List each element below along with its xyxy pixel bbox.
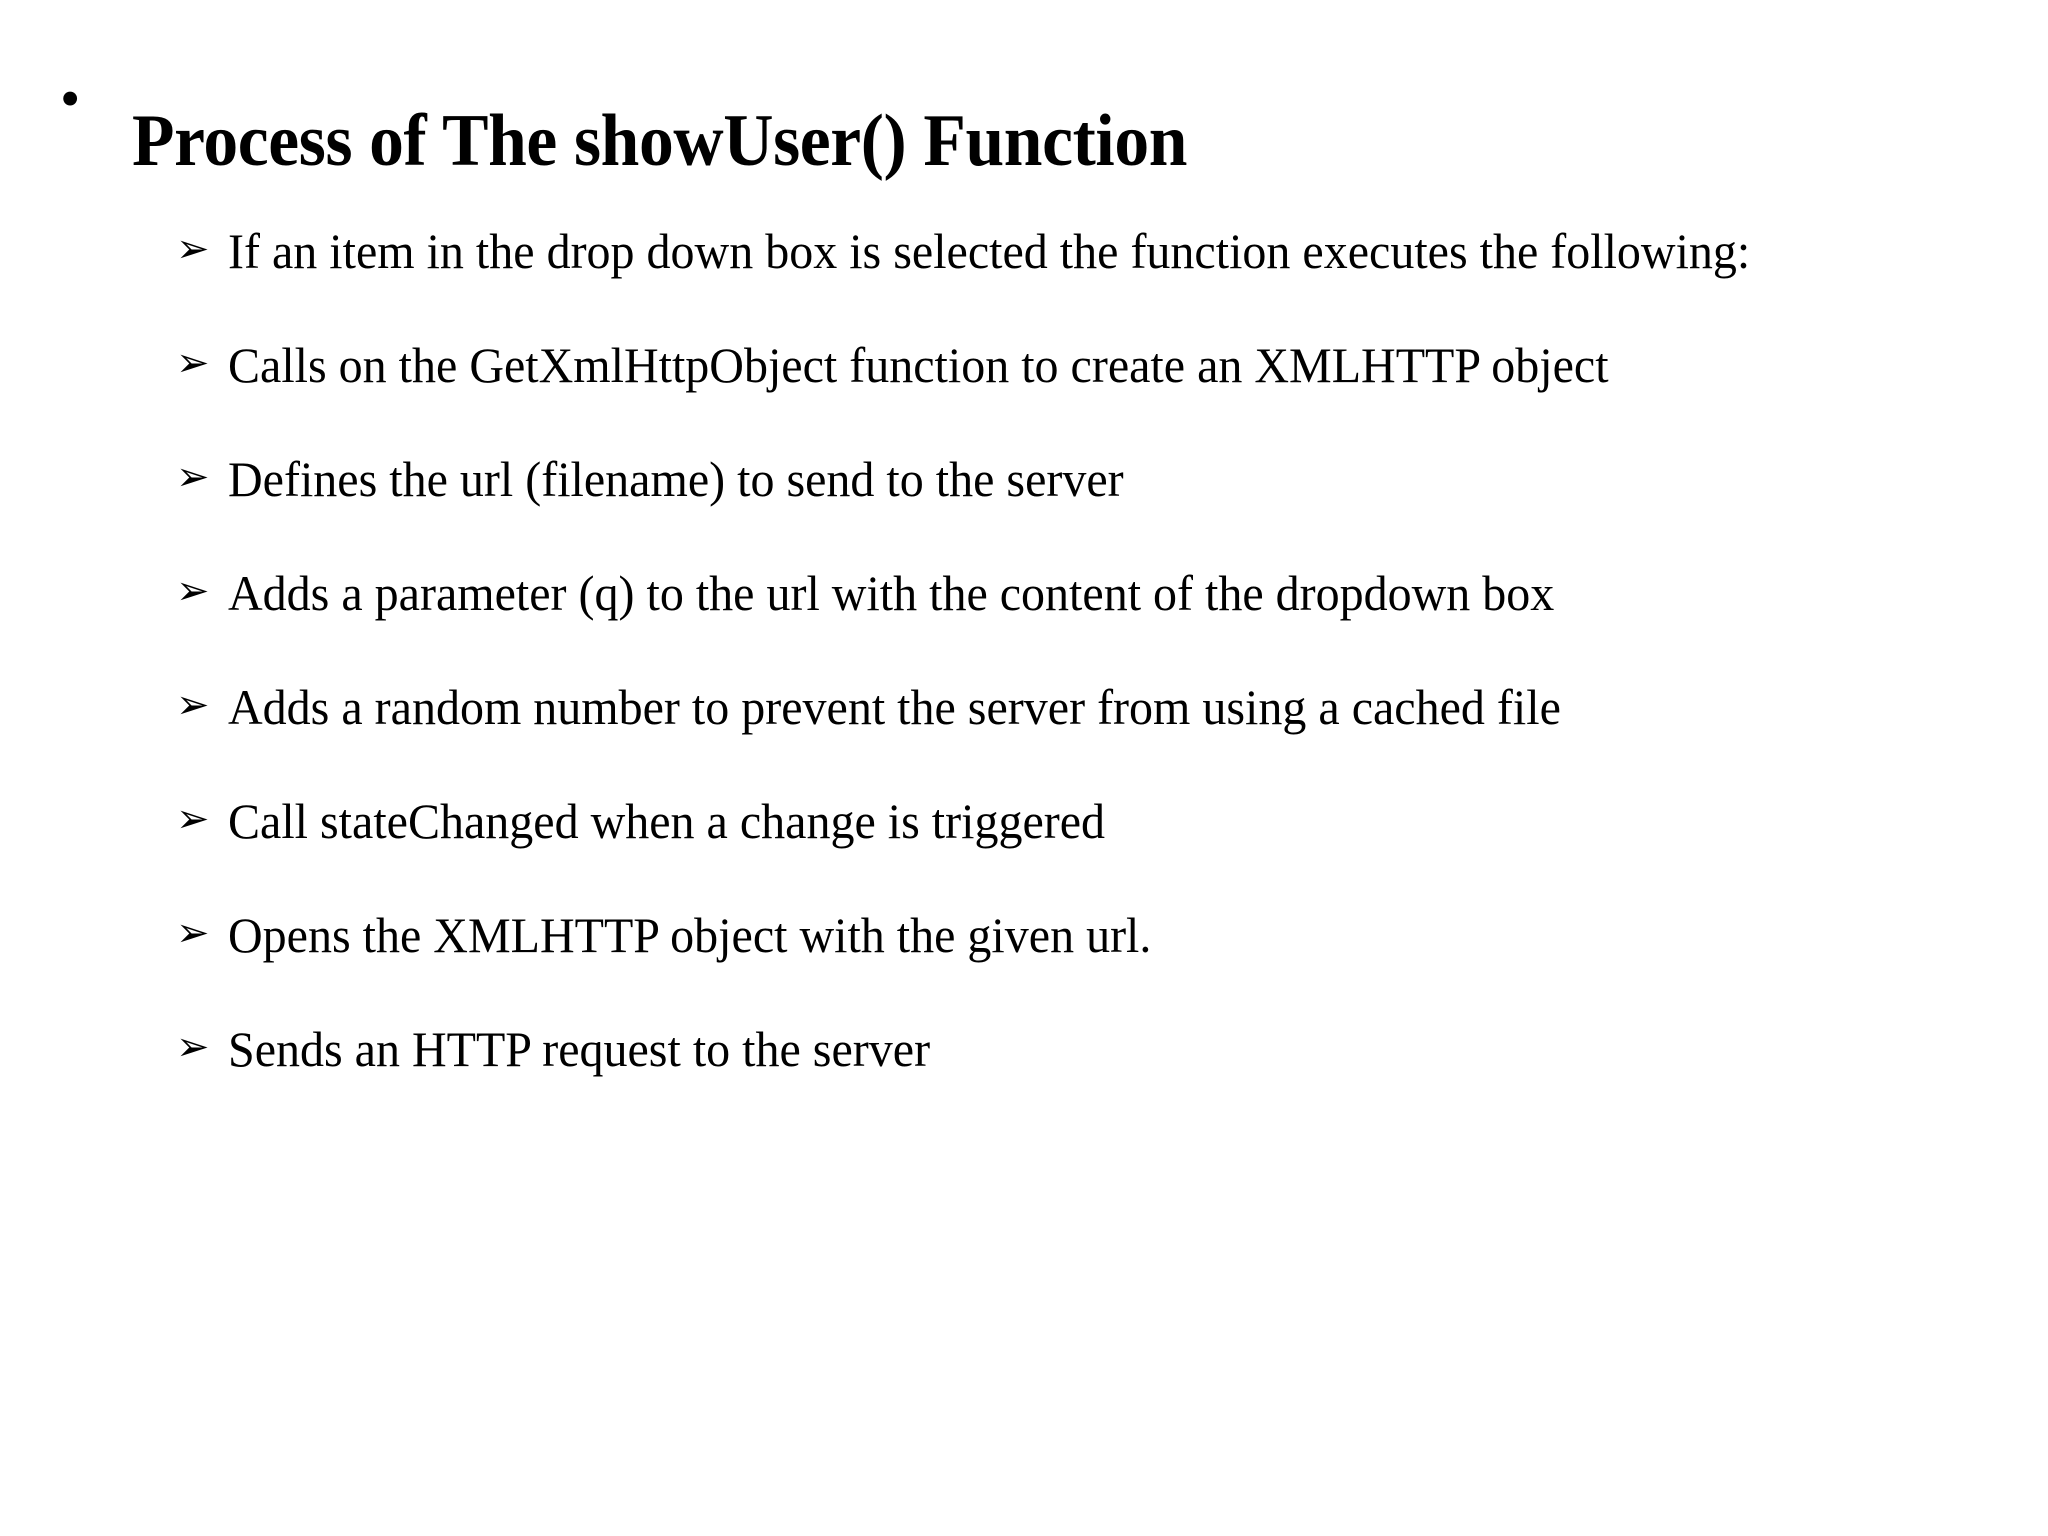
list-item: ➢ Calls on the GetXmlHttpObject function…	[176, 336, 1978, 394]
list-item: ➢ Adds a random number to prevent the se…	[176, 678, 1978, 736]
list-item-label: Calls on the GetXmlHttpObject function t…	[228, 337, 1609, 393]
arrowhead-bullet-icon: ➢	[176, 796, 210, 842]
list-item-label: Sends an HTTP request to the server	[228, 1021, 931, 1077]
arrowhead-bullet-icon: ➢	[176, 1024, 210, 1070]
list-item-label: If an item in the drop down box is selec…	[228, 223, 1751, 279]
arrowhead-bullet-icon: ➢	[176, 226, 210, 272]
arrowhead-bullet-icon: ➢	[176, 682, 210, 728]
list-item-label: Adds a random number to prevent the serv…	[228, 679, 1561, 735]
list-item: ➢ Sends an HTTP request to the server	[176, 1020, 1978, 1078]
arrowhead-bullet-icon: ➢	[176, 454, 210, 500]
arrowhead-bullet-icon: ➢	[176, 568, 210, 614]
arrowhead-bullet-icon: ➢	[176, 910, 210, 956]
arrowhead-bullet-icon: ➢	[176, 340, 210, 386]
title-bullet-icon: •	[60, 66, 81, 131]
list-item: ➢ Adds a parameter (q) to the url with t…	[176, 564, 1978, 622]
bullet-list: ➢ If an item in the drop down box is sel…	[176, 222, 1978, 1078]
page-title: Process of The showUser() Function	[132, 99, 1188, 182]
list-item-label: Defines the url (filename) to send to th…	[228, 451, 1124, 507]
list-item: ➢ Opens the XMLHTTP object with the give…	[176, 906, 1978, 964]
list-item-label: Opens the XMLHTTP object with the given …	[228, 907, 1152, 963]
list-item: ➢ Call stateChanged when a change is tri…	[176, 792, 1978, 850]
list-item: ➢ Defines the url (filename) to send to …	[176, 450, 1978, 508]
slide-title-row: • Process of The showUser() Function	[60, 52, 1988, 230]
list-item-label: Call stateChanged when a change is trigg…	[228, 793, 1106, 849]
list-item: ➢ If an item in the drop down box is sel…	[176, 222, 1978, 280]
list-item-label: Adds a parameter (q) to the url with the…	[228, 565, 1555, 621]
